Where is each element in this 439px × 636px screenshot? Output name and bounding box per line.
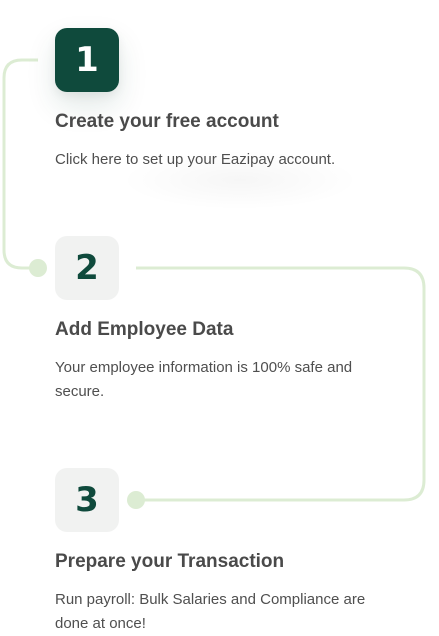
- step-description: Run payroll: Bulk Salaries and Complianc…: [55, 591, 366, 632]
- step-2[interactable]: 2 Add Employee Data Your employee inform…: [55, 236, 395, 404]
- step-description: Your employee information is 100% safe a…: [55, 359, 353, 400]
- step-number-badge: 3: [55, 468, 119, 532]
- step-title: Create your free account: [55, 111, 279, 132]
- connector-line-1-2: [2, 58, 38, 270]
- step-number-badge: 1: [55, 28, 119, 92]
- step-3[interactable]: 3 Prepare your Transaction Run payroll: …: [55, 468, 395, 636]
- step-title: Add Employee Data: [55, 319, 234, 340]
- step-description: Click here to set up your Eazipay accoun…: [55, 151, 336, 168]
- step-title: Prepare your Transaction: [55, 551, 285, 572]
- step-1[interactable]: 1 Create your free account Click here to…: [55, 28, 395, 172]
- connector-dot-2: [29, 259, 47, 277]
- step-number-badge: 2: [55, 236, 119, 300]
- hover-glow: [120, 150, 360, 210]
